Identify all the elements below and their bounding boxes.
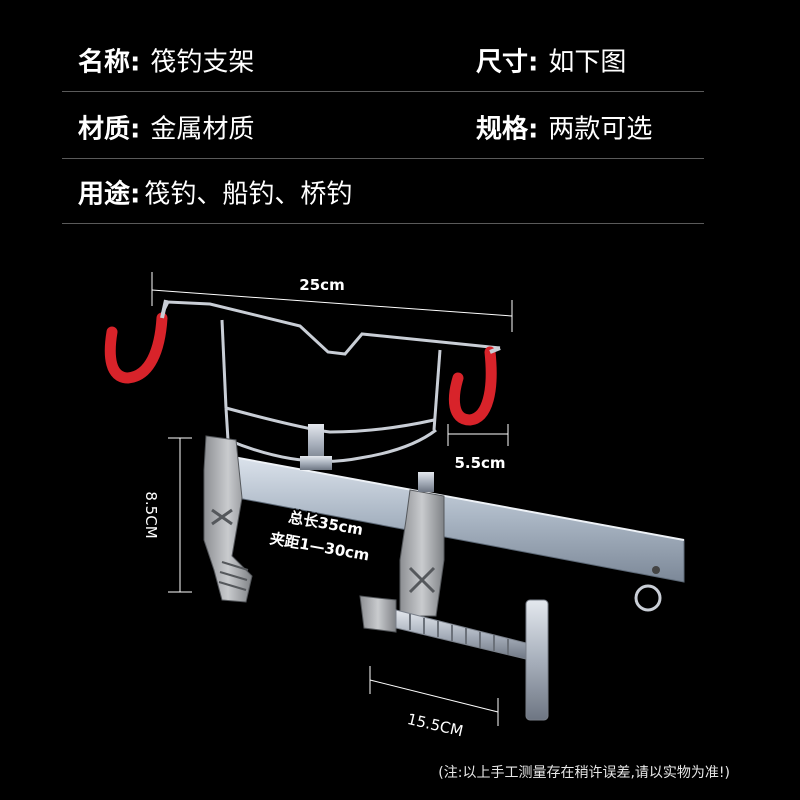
tee-handle	[525, 599, 549, 721]
name-label: 名称:	[78, 47, 141, 77]
screw-length-label: 15.5CM	[405, 710, 464, 740]
spec-row-usage: 用途:筏钓、船钓、桥钓	[62, 160, 704, 224]
fixed-jaw-body	[203, 435, 253, 603]
material-label: 材质:	[78, 114, 141, 144]
spec-row-name-size: 名称: 筏钓支架 尺寸: 如下图	[62, 28, 704, 92]
sliding-jaw	[359, 472, 445, 633]
screw-rod	[395, 599, 549, 721]
material-value: 金属材质	[150, 114, 255, 144]
usage-label: 用途:	[78, 179, 141, 209]
wire-top-bar	[158, 300, 501, 356]
fixed-jaw-grip	[218, 561, 249, 591]
wire-right-leg	[432, 349, 442, 431]
screw-thread-lines	[409, 614, 509, 655]
bolt-shaft	[308, 424, 324, 464]
dimension-height: 8.5CM	[142, 437, 192, 593]
spec-label: 规格:	[476, 114, 539, 144]
height-label: 8.5CM	[142, 491, 160, 538]
spec-value: 两款可选	[548, 114, 653, 144]
right-hook-coating	[448, 346, 497, 426]
wire-left-leg	[220, 319, 228, 409]
measurement-note: (注:以上手工测量存在稍许误差,请以实物为准!)	[438, 765, 730, 781]
bolt-nut	[300, 456, 332, 470]
size-value: 如下图	[548, 47, 627, 77]
dimension-hook-width: 5.5cm	[447, 424, 509, 472]
rail-highlight	[205, 451, 685, 541]
fixed-jaw	[203, 435, 253, 603]
left-hook-wire	[160, 299, 168, 319]
name-value: 筏钓支架	[150, 47, 255, 77]
clamp-pad	[359, 595, 397, 633]
wire-lower-arc	[227, 428, 437, 463]
screw-thread	[395, 609, 531, 661]
dimension-screw-length: 15.5CM	[369, 666, 499, 740]
split-ring	[634, 584, 662, 612]
right-hook-wire	[489, 346, 501, 354]
spec-row-material-spec: 材质: 金属材质 规格: 两款可选	[62, 95, 704, 159]
left-hook	[104, 299, 168, 384]
clamp-rail	[205, 451, 685, 612]
right-hook	[448, 346, 501, 426]
sliding-jaw-thumbscrew	[418, 472, 434, 492]
mount-bolt	[300, 424, 332, 470]
dimension-top-width: 25cm	[151, 272, 513, 332]
top-width-label: 25cm	[299, 276, 344, 294]
rail-hole	[652, 566, 660, 574]
left-hook-coating	[104, 312, 168, 384]
dimension-line	[369, 679, 499, 713]
hook-width-label: 5.5cm	[454, 454, 505, 472]
wire-front-arc	[225, 406, 435, 434]
fixed-jaw-rib	[211, 508, 233, 526]
sliding-jaw-rib	[408, 566, 436, 594]
dimension-line	[151, 289, 513, 317]
wire-holder	[158, 300, 501, 463]
size-label: 尺寸:	[476, 47, 539, 77]
rail-bar	[205, 451, 685, 583]
usage-value: 筏钓、船钓、桥钓	[144, 179, 353, 209]
wire-left-join	[224, 407, 230, 441]
